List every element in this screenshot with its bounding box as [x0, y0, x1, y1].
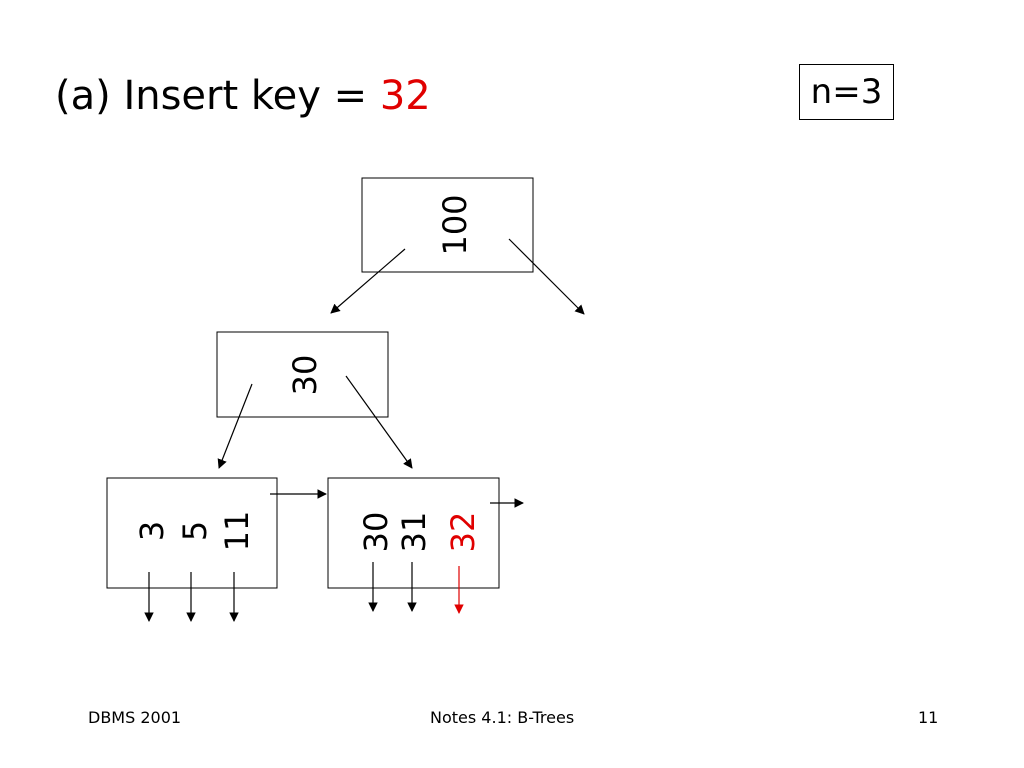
leaf-node-left: [106, 477, 278, 589]
root-node: [361, 177, 534, 273]
title-prefix: (a) Insert key =: [55, 73, 380, 119]
leaf-node-right: [327, 477, 500, 589]
footer-notes-title: Notes 4.1: B-Trees: [430, 708, 575, 727]
root-pointer-left: [330, 248, 406, 314]
slide-title: (a) Insert key = 32: [55, 68, 431, 124]
title-key: 32: [379, 73, 431, 119]
leaf-left-key-5: 5: [176, 521, 214, 541]
leaf-left-key-11: 11: [218, 511, 256, 552]
leaf-right-key-32: 32: [444, 512, 482, 553]
internal-node: [216, 331, 389, 418]
leaf-right-key-31: 31: [395, 512, 433, 553]
footer-course: DBMS 2001: [88, 708, 182, 727]
footer-page-number: 11: [918, 708, 939, 727]
internal-key-30: 30: [286, 355, 324, 396]
leaf-right-key-30: 30: [357, 512, 395, 553]
leaf-left-key-3: 3: [133, 521, 171, 541]
order-parameter-box: n=3: [799, 64, 894, 120]
root-pointer-right: [508, 238, 585, 315]
internal-pointer-left: [217, 383, 253, 469]
root-key-100: 100: [436, 194, 474, 255]
internal-pointer-right: [345, 375, 413, 469]
order-parameter: n=3: [810, 72, 883, 112]
